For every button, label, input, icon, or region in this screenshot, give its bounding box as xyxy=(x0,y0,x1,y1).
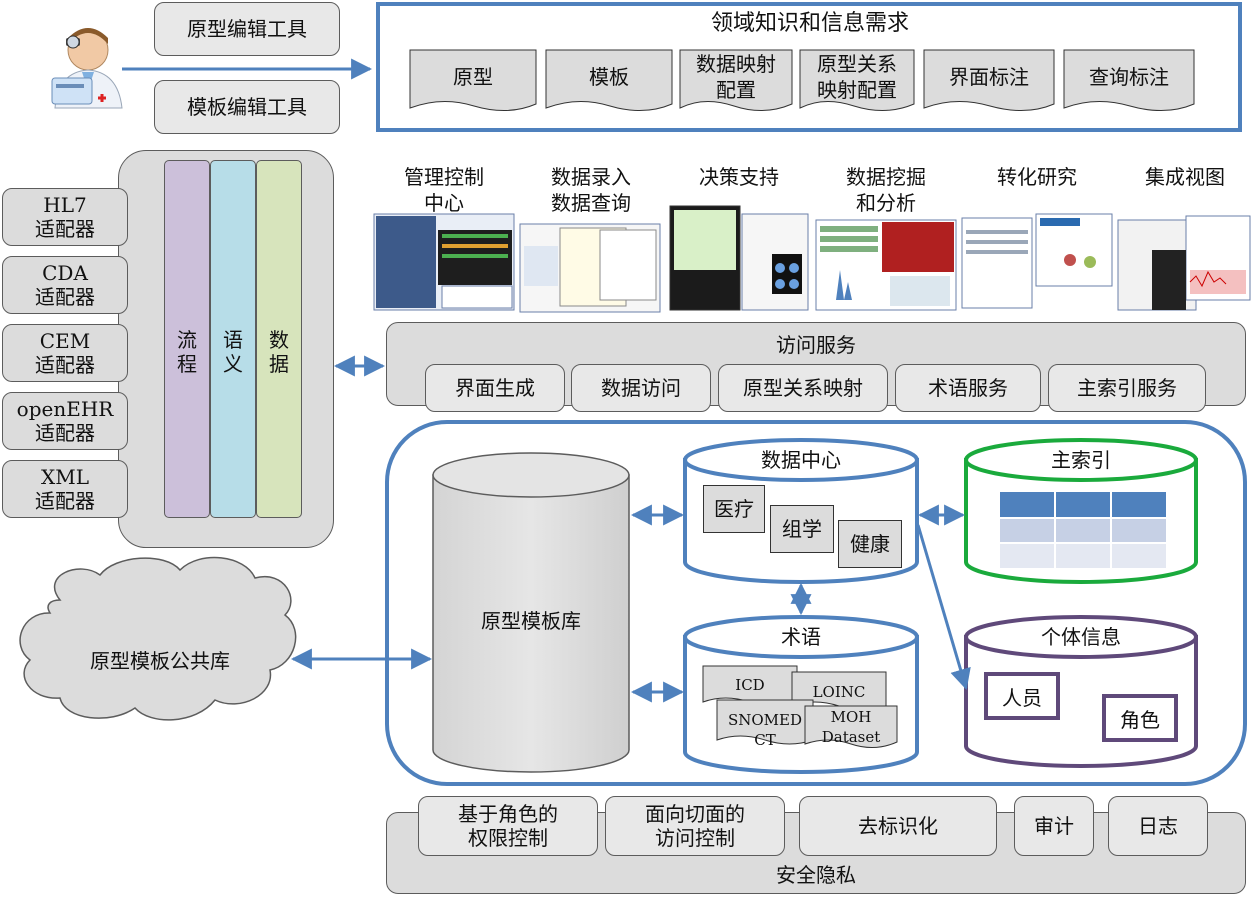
archetype-editor-tool: 原型编辑工具 xyxy=(154,2,340,56)
app-data-mining-label: 数据挖掘和分析 xyxy=(846,165,926,215)
adapter-cem-name: CEM xyxy=(39,329,91,353)
adapter-hl7-name: HL7 xyxy=(43,193,87,217)
security-log: 日志 xyxy=(1108,796,1208,856)
doctor-icon xyxy=(51,28,123,109)
adapter-openehr-suffix: 适配器 xyxy=(34,421,95,445)
service-terminology: 术语服务 xyxy=(895,364,1041,412)
data-center-medical: 医疗 xyxy=(703,485,765,533)
app-data-entry-label: 数据录入数据查询 xyxy=(551,165,631,215)
terminology-title: 术语 xyxy=(781,625,821,649)
column-process-label: 流程 xyxy=(177,328,197,376)
individual-role-label: 角色 xyxy=(1120,707,1160,732)
data-center-title: 数据中心 xyxy=(761,448,841,472)
doc-archetype-relation: 原型关系映射配置 xyxy=(817,52,897,102)
term-moh: MOH xyxy=(830,708,872,726)
adapter-openehr-name: openEHR xyxy=(16,397,114,421)
individual-person-label: 人员 xyxy=(1002,685,1042,710)
column-semantic-label: 语义 xyxy=(223,328,243,376)
public-repo-label: 原型模板公共库 xyxy=(90,649,230,673)
term-snomed: SNOMED CT xyxy=(727,711,803,749)
template-repo-label: 原型模板库 xyxy=(481,609,581,633)
app-translational-label: 转化研究 xyxy=(997,165,1077,189)
app-decision-support-label: 决策支持 xyxy=(699,165,779,189)
doc-archetype: 原型 xyxy=(453,65,493,89)
service-data-access: 数据访问 xyxy=(571,364,711,412)
adapter-xml-name: XML xyxy=(41,465,89,489)
public-repo-cloud xyxy=(19,556,297,721)
adapter-xml-suffix: 适配器 xyxy=(35,489,95,513)
column-semantic xyxy=(210,160,256,518)
term-loinc: LOINC xyxy=(812,683,866,701)
security-title: 安全隐私 xyxy=(776,863,856,887)
column-process xyxy=(164,160,210,518)
template-editor-label: 模板编辑工具 xyxy=(187,95,307,119)
domain-doc-shapes xyxy=(409,49,1195,112)
app-screenshots xyxy=(373,205,1251,313)
adapter-cda-name: CDA xyxy=(42,261,88,285)
service-ui-generation: 界面生成 xyxy=(425,364,565,412)
security-deidentification: 去标识化 xyxy=(799,796,997,856)
template-repo-cylinder xyxy=(432,452,630,773)
template-editor-tool: 模板编辑工具 xyxy=(154,80,340,134)
security-rbac: 基于角色的权限控制 xyxy=(418,796,598,856)
arrow-datacenter-individual xyxy=(916,524,971,691)
term-dataset: Dataset xyxy=(821,728,881,746)
app-management-label: 管理控制中心 xyxy=(404,165,484,215)
domain-knowledge-title: 领域知识和信息需求 xyxy=(710,11,909,36)
individual-title: 个体信息 xyxy=(1041,625,1121,649)
individual-person: 人员 xyxy=(984,672,1060,720)
data-center-health: 健康 xyxy=(838,520,902,568)
adapter-hl7-suffix: 适配器 xyxy=(35,217,95,241)
doc-ui-annotation: 界面标注 xyxy=(949,65,1029,89)
master-index-cylinder xyxy=(964,438,1198,584)
adapter-cem-suffix: 适配器 xyxy=(35,353,95,377)
term-docs xyxy=(702,665,898,748)
access-services-title: 访问服务 xyxy=(776,333,856,357)
data-center-omics: 组学 xyxy=(770,505,834,553)
archetype-editor-label: 原型编辑工具 xyxy=(187,17,307,41)
column-data-label: 数据 xyxy=(269,328,289,376)
app-integrated-view-label: 集成视图 xyxy=(1145,165,1225,189)
term-icd: ICD xyxy=(735,676,765,694)
security-audit: 审计 xyxy=(1014,796,1094,856)
adapter-cda-suffix: 适配器 xyxy=(35,285,95,309)
column-data xyxy=(256,160,302,518)
service-master-index: 主索引服务 xyxy=(1048,364,1206,412)
service-archetype-mapping: 原型关系映射 xyxy=(718,364,888,412)
doc-template: 模板 xyxy=(589,65,629,89)
individual-role: 角色 xyxy=(1102,694,1178,742)
security-aop: 面向切面的访问控制 xyxy=(605,796,785,856)
doc-data-mapping: 数据映射配置 xyxy=(696,52,776,102)
master-index-title: 主索引 xyxy=(1051,448,1111,472)
doc-query-annotation: 查询标注 xyxy=(1089,65,1169,89)
